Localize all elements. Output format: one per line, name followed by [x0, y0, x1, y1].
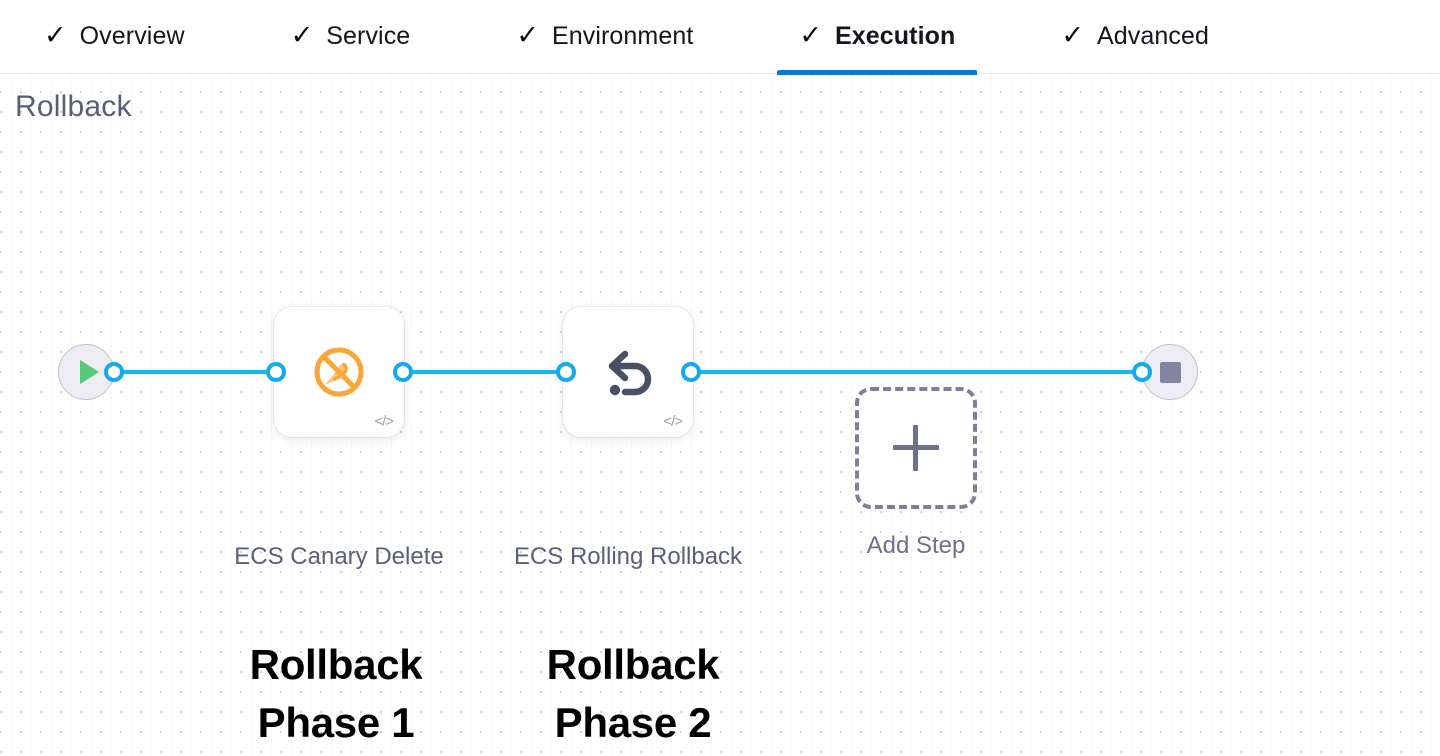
check-icon: ✓: [1061, 20, 1085, 50]
add-step-button[interactable]: [855, 387, 977, 509]
play-icon: [79, 360, 99, 384]
tab-advanced[interactable]: ✓ Advanced: [1039, 0, 1231, 74]
tab-environment[interactable]: ✓ Environment: [494, 0, 715, 74]
port-step2-output[interactable]: [681, 362, 701, 382]
tab-overview[interactable]: ✓ Overview: [22, 0, 207, 74]
plus-icon: [893, 425, 939, 471]
check-icon: ✓: [290, 20, 314, 50]
section-title-rollback: Rollback: [15, 90, 132, 123]
step-caption-ecs-rolling-rollback: ECS Rolling Rollback: [513, 543, 743, 570]
add-step-label: Add Step: [866, 532, 966, 559]
edge-start-to-step1: [108, 370, 286, 374]
edge-step2-to-addstep: [686, 370, 924, 374]
step-node-ecs-rolling-rollback[interactable]: </>: [563, 307, 693, 437]
tab-label: Overview: [79, 22, 185, 50]
step-node-ecs-canary-delete[interactable]: </>: [274, 307, 404, 437]
port-end-input[interactable]: [1132, 362, 1152, 382]
wizard-tab-bar: ✓ Overview ✓ Service ✓ Environment ✓ Exe…: [0, 0, 1440, 75]
tab-execution[interactable]: ✓ Execution: [777, 0, 978, 75]
tab-label: Execution: [835, 22, 956, 50]
rollback-undo-icon: [563, 307, 693, 437]
check-icon: ✓: [44, 20, 67, 50]
annotation-rollback-phase-2: Rollback Phase 2: [546, 641, 720, 746]
port-start-output[interactable]: [104, 362, 124, 382]
edge-step1-to-step2: [397, 370, 575, 374]
check-icon: ✓: [516, 20, 539, 50]
tab-service[interactable]: ✓ Service: [269, 0, 433, 74]
edge-addstep-to-end: [915, 370, 1153, 374]
stop-icon: [1159, 361, 1181, 383]
ecs-canary-delete-icon: [274, 307, 404, 437]
port-step1-output[interactable]: [393, 362, 413, 382]
port-step2-input[interactable]: [556, 362, 576, 382]
rollback-step-graph: </> </> Add Step: [0, 74, 1440, 756]
tab-label: Service: [326, 22, 411, 50]
port-step1-input[interactable]: [266, 362, 286, 382]
code-icon[interactable]: </>: [663, 413, 683, 430]
tab-label: Environment: [551, 22, 694, 50]
annotation-rollback-phase-1: Rollback Phase 1: [249, 641, 423, 746]
check-icon: ✓: [799, 20, 823, 50]
code-icon[interactable]: </>: [374, 413, 394, 430]
pipeline-canvas[interactable]: Rollback </>: [0, 74, 1440, 756]
step-caption-ecs-canary-delete: ECS Canary Delete: [234, 543, 444, 570]
tab-label: Advanced: [1097, 22, 1210, 50]
